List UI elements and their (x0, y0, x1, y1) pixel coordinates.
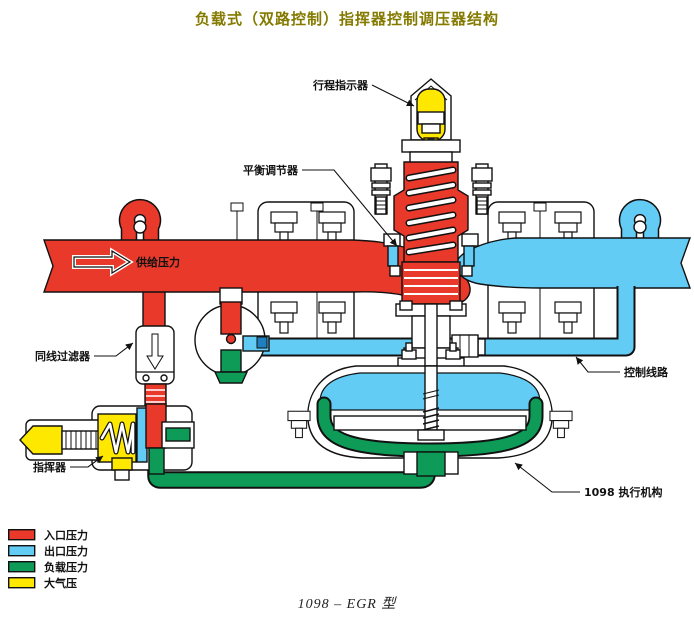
valve-cage (383, 233, 479, 305)
label-inline-filter: 同线过滤器 (35, 349, 91, 363)
actuator-1098 (287, 365, 573, 477)
leader-pilot (70, 455, 104, 468)
label-pilot: 指挥器 (33, 460, 67, 474)
pilot-assembly (19, 403, 195, 481)
legend-label-inlet: 入口压力 (44, 528, 88, 542)
filter-feed-pipe (142, 289, 166, 331)
leader-balance-regulator (302, 169, 398, 247)
legend-item-atmos: 大气压 (8, 575, 88, 591)
legend-swatch-loading (8, 561, 36, 573)
page-title: 负载式（双路控制）指挥器控制调压器结构 (194, 10, 499, 28)
legend-label-outlet: 出口压力 (44, 544, 88, 558)
label-balance-regulator: 平衡调节器 (243, 163, 299, 177)
legend-item-outlet: 出口压力 (8, 543, 88, 559)
legend-label-atmos: 大气压 (44, 576, 77, 590)
legend-item-inlet: 入口压力 (8, 527, 88, 543)
legend-item-loading: 负载压力 (8, 559, 88, 575)
label-control-line: 控制线路 (624, 365, 669, 379)
legend: 入口压力 出口压力 负载压力 大气压 (8, 527, 88, 591)
legend-label-loading: 负载压力 (44, 560, 88, 574)
leader-lines (70, 84, 620, 493)
outlet-pipe (455, 237, 691, 289)
inlet-tap-loop (118, 198, 162, 246)
spring-chamber (393, 161, 469, 263)
label-supply-pressure: 供给压力 (135, 255, 180, 269)
leader-travel-indicator (371, 84, 415, 107)
leader-control-line (575, 356, 620, 373)
label-actuator-1098: 1098 执行机构 (584, 485, 662, 499)
restrictor-detail-circle (194, 287, 270, 384)
legend-swatch-atmos (8, 577, 36, 589)
bonnet-bolts (370, 163, 493, 215)
label-travel-indicator: 行程指示器 (312, 78, 369, 92)
outlet-tap-loop (618, 198, 662, 246)
leader-actuator (514, 462, 580, 493)
supply-arrow-icon (72, 247, 134, 277)
figure-caption: 1098 – EGR 型 (297, 597, 397, 612)
legend-swatch-outlet (8, 545, 36, 557)
legend-swatch-inlet (8, 529, 36, 541)
bonnet (401, 139, 461, 165)
leader-inline-filter (94, 342, 134, 357)
